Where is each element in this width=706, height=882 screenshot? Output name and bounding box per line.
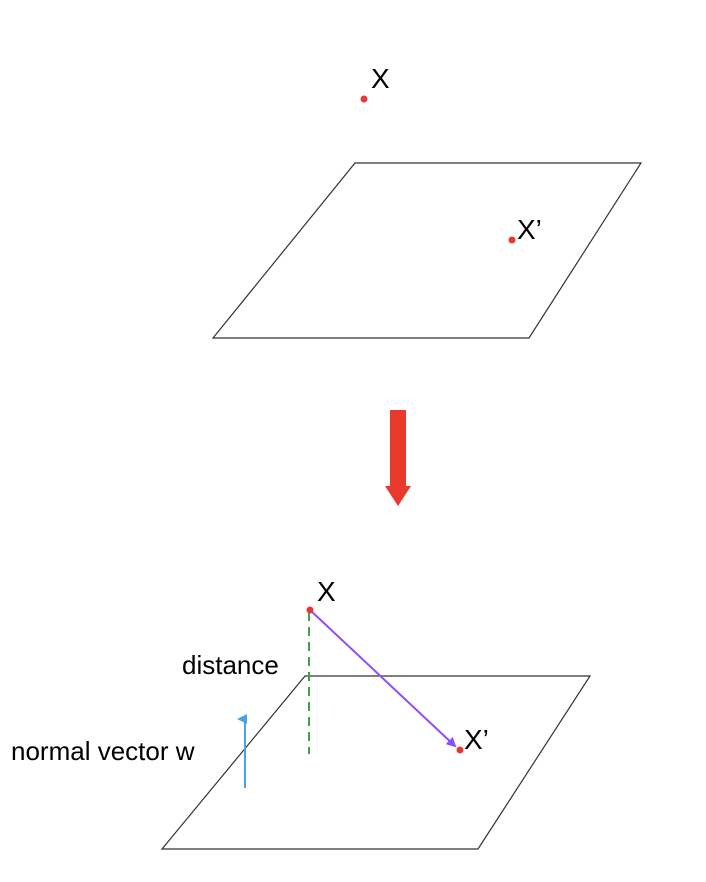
top-plane — [211, 162, 643, 339]
transition-arrow-shaft — [390, 410, 406, 486]
top-point-x-prime-label: X’ — [517, 214, 542, 245]
distance-label: distance — [182, 650, 279, 680]
bottom-point-x-prime — [456, 746, 464, 754]
top-panel: X X’ — [211, 63, 643, 339]
top-point-x — [360, 95, 368, 103]
top-point-x-label: X — [371, 63, 390, 94]
transition-arrow — [385, 410, 411, 506]
transition-arrow-head — [385, 486, 411, 506]
top-point-x-prime — [508, 236, 516, 244]
bottom-point-x — [306, 606, 314, 614]
normal-vector-label: normal vector w — [11, 736, 195, 766]
bottom-point-x-label: X — [317, 576, 336, 607]
bottom-panel: normal vector w distance X X’ — [11, 576, 592, 850]
bottom-plane — [160, 675, 592, 850]
bottom-point-x-prime-label: X’ — [464, 724, 489, 755]
projection-arrow — [309, 609, 457, 748]
